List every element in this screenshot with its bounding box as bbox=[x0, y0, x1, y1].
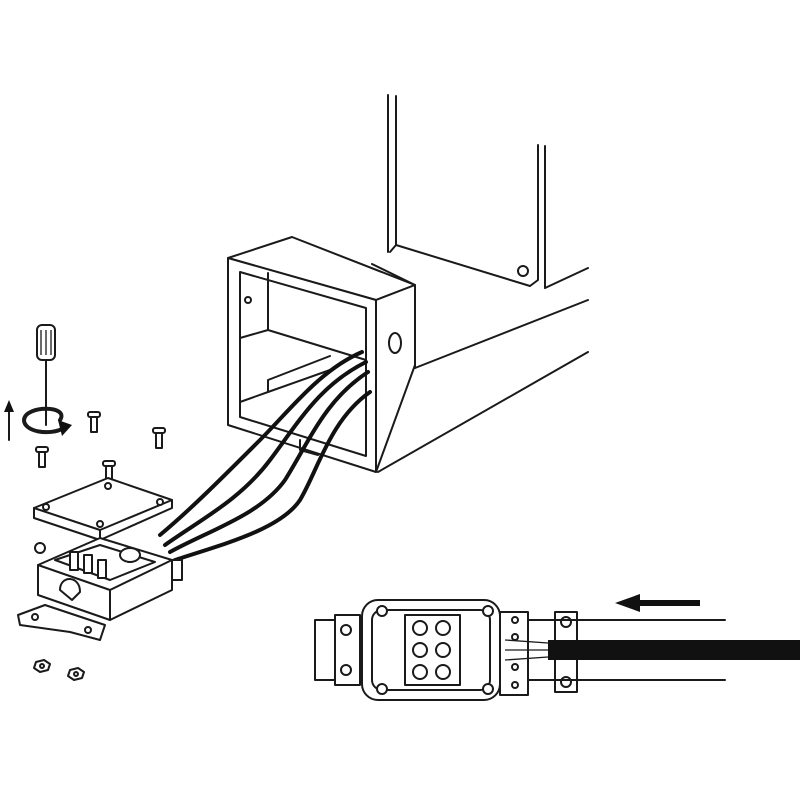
cable-hole bbox=[388, 332, 402, 354]
wiring-schematic bbox=[314, 599, 800, 701]
mounting-box bbox=[227, 236, 416, 473]
direction-arrow bbox=[615, 594, 700, 612]
cables bbox=[158, 350, 372, 562]
junction-box bbox=[17, 537, 183, 641]
mounting-bracket bbox=[17, 604, 106, 641]
junction-box-lid bbox=[33, 477, 173, 541]
screw bbox=[87, 411, 101, 433]
hole bbox=[244, 296, 252, 304]
post-panel bbox=[387, 94, 546, 289]
cable bbox=[548, 640, 800, 660]
nuts bbox=[33, 659, 85, 681]
rotation-arrow bbox=[22, 406, 72, 436]
screws bbox=[35, 411, 166, 482]
up-arrow bbox=[4, 400, 14, 441]
screw bbox=[152, 427, 166, 449]
screw bbox=[35, 446, 49, 468]
screwdriver bbox=[36, 324, 56, 426]
screw-hole bbox=[517, 265, 529, 277]
